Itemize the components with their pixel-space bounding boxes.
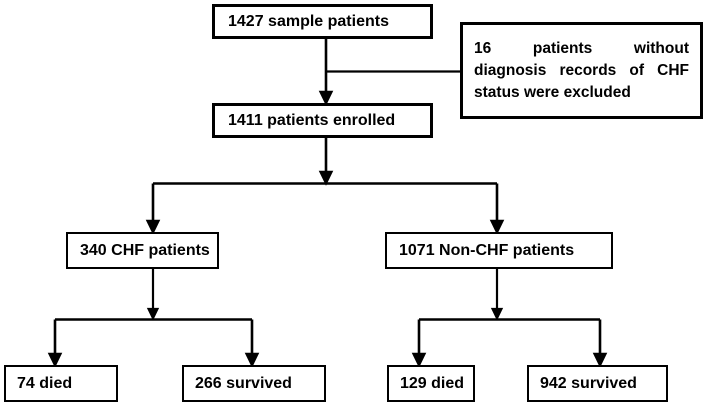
node-enrolled-patients-label: 1411 patients enrolled (228, 111, 396, 129)
node-chf-died: 74 died (4, 365, 118, 402)
node-nonchf-patients: 1071 Non-CHF patients (385, 232, 613, 269)
node-nonchf-died: 129 died (387, 365, 475, 402)
node-chf-patients: 340 CHF patients (66, 232, 219, 269)
node-nonchf-patients-label: 1071 Non-CHF patients (399, 241, 575, 259)
node-chf-survived: 266 survived (182, 365, 326, 402)
node-enrolled-patients: 1411 patients enrolled (212, 103, 433, 138)
node-chf-died-label: 74 died (17, 374, 73, 392)
node-nonchf-died-label: 129 died (400, 374, 465, 392)
node-chf-survived-label: 266 survived (195, 374, 292, 392)
node-sample-patients: 1427 sample patients (212, 4, 433, 39)
node-nonchf-survived-label: 942 survived (540, 374, 637, 392)
node-chf-patients-label: 340 CHF patients (80, 241, 210, 259)
node-sample-patients-label: 1427 sample patients (228, 12, 389, 30)
node-nonchf-survived: 942 survived (527, 365, 668, 402)
node-excluded-patients: 16 patients without diagnosis records of… (460, 22, 703, 119)
node-excluded-patients-label: 16 patients without diagnosis records of… (474, 39, 689, 101)
